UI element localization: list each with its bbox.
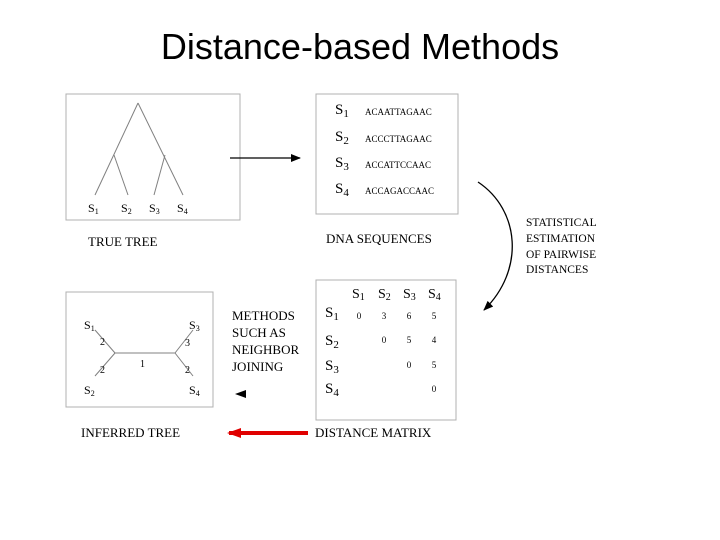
true-tree-panel: S1 S2 S3 S4 TRUE TREE xyxy=(65,93,241,249)
matrix-box xyxy=(315,279,457,421)
dna-box xyxy=(315,93,459,215)
true-tree-leaf: S3 xyxy=(149,201,160,216)
estimation-line: OF PAIRWISE xyxy=(526,249,596,261)
methods-line: METHODS xyxy=(232,308,295,323)
true-tree-branches xyxy=(94,102,184,196)
inferred-tree-leaf: S1 xyxy=(84,318,95,333)
matrix-cell: 5 xyxy=(432,360,437,370)
matrix-cell: 0 xyxy=(407,360,412,370)
matrix-cell: 0 xyxy=(432,384,437,394)
estimation-label: STATISTICAL ESTIMATION OF PAIRWISE DISTA… xyxy=(526,217,597,276)
matrix-cell: 0 xyxy=(382,335,387,345)
methods-line: SUCH AS xyxy=(232,325,286,340)
methods-arrowhead xyxy=(235,390,246,398)
methods-line: NEIGHBOR xyxy=(232,342,299,357)
matrix-cell: 6 xyxy=(407,311,412,321)
matrix-row-header: S2 xyxy=(325,333,339,351)
matrix-caption: DISTANCE MATRIX xyxy=(315,425,432,440)
estimation-line: STATISTICAL xyxy=(526,217,597,229)
matrix-cell: 4 xyxy=(432,335,437,345)
inferred-tree-box xyxy=(65,291,214,408)
matrix-col-header: S4 xyxy=(428,287,441,303)
dna-row-label: S3 xyxy=(335,155,349,173)
dna-row-label: S2 xyxy=(335,129,349,147)
estimation-line: ESTIMATION xyxy=(526,233,596,245)
dna-row-label: S1 xyxy=(335,102,349,120)
inferred-tree-branches xyxy=(94,329,194,377)
matrix-row-header: S1 xyxy=(325,305,339,323)
branch-length: 2 xyxy=(100,337,105,348)
matrix-row-header: S3 xyxy=(325,358,339,376)
estimation-line: DISTANCES xyxy=(526,264,588,276)
branch-length: 1 xyxy=(140,359,145,370)
dna-sequences-panel: S1 S2 S3 S4 ACAATTAGAAC ACCCTTAGAAC ACCA… xyxy=(315,93,459,246)
matrix-col-header: S1 xyxy=(352,287,365,303)
methods-line: JOINING xyxy=(232,359,283,374)
true-tree-leaf: S1 xyxy=(88,201,99,216)
inferred-tree-leaf: S4 xyxy=(189,383,200,398)
matrix-row-header: S4 xyxy=(325,381,339,399)
true-tree-leaf: S4 xyxy=(177,201,188,216)
matrix-cell: 0 xyxy=(357,311,362,321)
dna-sequence: ACAATTAGAAC xyxy=(365,107,432,117)
methods-label: METHODS SUCH AS NEIGHBOR JOINING xyxy=(232,308,299,374)
branch-length: 2 xyxy=(100,365,105,376)
inferred-tree-leaf: S3 xyxy=(189,318,200,333)
branch-length: 3 xyxy=(185,338,190,349)
true-tree-leaf: S2 xyxy=(121,201,132,216)
matrix-col-header: S3 xyxy=(403,287,416,303)
inferred-tree-caption: INFERRED TREE xyxy=(81,425,180,440)
inferred-tree-leaf: S2 xyxy=(84,383,95,398)
dna-sequence: ACCCTTAGAAC xyxy=(365,134,432,144)
matrix-cell: 5 xyxy=(432,311,437,321)
matrix-cell: 5 xyxy=(407,335,412,345)
distance-matrix-panel: S1 S2 S3 S4 S1 S2 S3 S4 0 3 6 5 0 5 4 0 … xyxy=(315,279,457,440)
true-tree-caption: TRUE TREE xyxy=(88,234,158,249)
matrix-col-header: S2 xyxy=(378,287,391,303)
inferred-tree-panel: S1 S2 S3 S4 2 2 1 3 2 INFERRED TREE xyxy=(65,291,214,440)
true-tree-box xyxy=(65,93,241,221)
dna-row-label: S4 xyxy=(335,181,349,199)
branch-length: 2 xyxy=(185,365,190,376)
arrow-to-matrix xyxy=(477,181,513,311)
dna-caption: DNA SEQUENCES xyxy=(326,231,432,246)
dna-sequence: ACCAGACCAAC xyxy=(365,186,434,196)
matrix-cell: 3 xyxy=(382,311,387,321)
slide-title: Distance-based Methods xyxy=(160,26,560,67)
dna-sequence: ACCATTCCAAC xyxy=(365,160,431,170)
